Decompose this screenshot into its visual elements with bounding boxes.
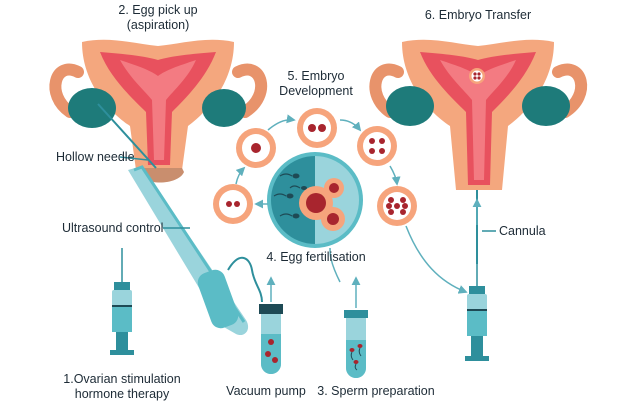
- embryo-cell-2: [297, 108, 337, 148]
- ovarian-stimulation-label: 1.Ovarian stimulation hormone therapy: [63, 372, 180, 402]
- embryo-transfer-label: 6. Embryo Transfer: [424, 8, 532, 22]
- left-ovary: [68, 88, 116, 128]
- sperm-tube: [344, 310, 368, 378]
- embryo-development-label: 5. Embryo Development: [279, 69, 353, 99]
- embryo-cell-4: [357, 126, 397, 166]
- ovarian-stimulation-line2: hormone therapy: [74, 387, 170, 401]
- embryo-cell-blastocyst: [377, 186, 417, 226]
- egg-pickup-label: 2. Egg pick up (aspiration): [118, 3, 197, 33]
- cannula-label: Cannula: [499, 224, 546, 238]
- embryo-cell-pronuclei: [213, 184, 253, 224]
- vacuum-pump-tube: [259, 304, 283, 374]
- hollow-needle-line: [97, 103, 157, 169]
- egg-pickup-subtitle: (aspiration): [126, 18, 190, 32]
- vacuum-pump-label: Vacuum pump: [226, 384, 306, 398]
- left-uterus: [49, 39, 268, 183]
- embryo-development-line2: Development: [279, 84, 353, 98]
- ovarian-stimulation-line1: 1.Ovarian stimulation: [63, 372, 181, 386]
- embryo-development-line1: 5. Embryo: [287, 69, 345, 83]
- embryo-cell-1: [236, 128, 276, 168]
- fertilisation-circle: [267, 152, 363, 248]
- right-ovary: [202, 89, 246, 127]
- sperm-preparation-label: 3. Sperm preparation: [317, 384, 435, 398]
- ultrasound-control-label: Ultrasound control: [62, 221, 164, 235]
- ultrasound-probe: [128, 165, 263, 336]
- hollow-needle-label: Hollow needle: [56, 150, 135, 164]
- right-uterus: [369, 39, 588, 190]
- implanted-embryo: [469, 68, 485, 84]
- hormone-syringe: [110, 248, 134, 355]
- egg-pickup-title: 2. Egg pick up: [118, 3, 198, 17]
- egg-fertilisation-label: 4. Egg fertilisation: [266, 250, 366, 264]
- transfer-syringe: [465, 264, 489, 361]
